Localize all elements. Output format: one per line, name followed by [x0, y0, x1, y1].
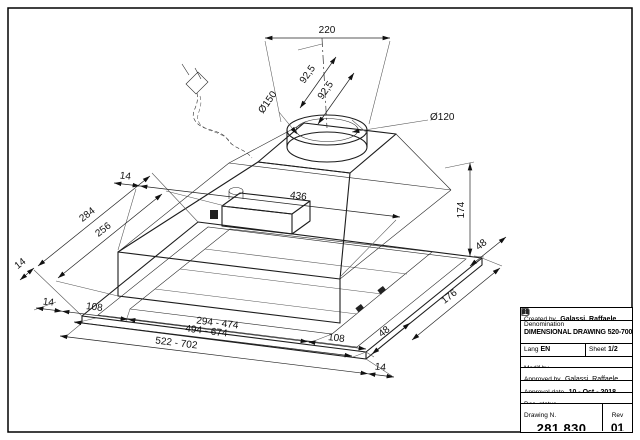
drawing-number-value: 281.830 — [536, 420, 587, 431]
dim-label-220: 220 — [319, 25, 336, 36]
dim-label-92-5-a: 92,5 — [298, 63, 318, 86]
dim-label-14-top: 14 — [119, 170, 132, 182]
sheet-border — [7, 7, 633, 433]
doc-status-label: Doc. status — [524, 401, 557, 403]
dim-label-dia150: Ø150 — [256, 89, 279, 116]
drawing-number-cell: Drawing N. 281.830 — [521, 404, 602, 431]
dim-label-14-row1: 14 — [42, 296, 55, 308]
dim-48-back: 48 — [469, 236, 507, 267]
hood-body — [117, 162, 452, 324]
dim-48-front: 48 — [371, 322, 411, 355]
dim-label-256: 256 — [93, 220, 113, 239]
denomination-label: Denomination — [524, 321, 565, 328]
dim-220: 220 — [264, 25, 391, 41]
dim-174: 174 — [456, 162, 473, 257]
duct-collar — [286, 114, 368, 163]
approval-date-value: 10 - Oct - 2018 — [568, 389, 617, 393]
lang-sheet-row: Lang EN Sheet 1/2 — [521, 308, 632, 357]
dim-label-48-back: 48 — [474, 237, 490, 253]
dim-label-48-front: 48 — [377, 324, 393, 340]
drawing-number-row: Drawing N. 281.830 Rev 01 — [521, 404, 632, 431]
lang-label: Lang — [524, 345, 539, 353]
rev-label: Rev — [611, 412, 624, 419]
dim-14-depth: 14 — [13, 256, 35, 281]
dim-92-5-b: 92,5 — [316, 72, 355, 125]
dim-row3: 522 - 702 14 — [59, 334, 395, 379]
dim-label-108-left: 108 — [85, 301, 103, 314]
dim-label-436: 436 — [289, 190, 307, 203]
drawing-number-label: Drawing N. — [524, 412, 557, 419]
approved-by-value: Galassi, Raffaele — [564, 376, 619, 381]
lang-value: EN — [540, 346, 551, 354]
power-plug — [181, 63, 253, 159]
approval-date-label: Approval date — [524, 389, 565, 393]
dim-duct-inner: Ø120 — [351, 112, 455, 134]
modif-by-label: Modif.by — [524, 365, 549, 367]
rev-cell: Rev 01 — [602, 404, 632, 431]
dim-14-top: 14 — [113, 170, 141, 188]
sheet-label: Sheet — [589, 345, 606, 353]
dim-duct-outer: Ø150 — [256, 89, 298, 135]
created-by-value: Galassi, Raffaele — [560, 316, 617, 321]
denomination-row: Denomination DIMENSIONAL DRAWING 520-700 — [521, 321, 632, 344]
denomination-value: DIMENSIONAL DRAWING 520-700 — [524, 328, 632, 336]
hood-canopy — [117, 122, 452, 280]
dim-label-dia120: Ø120 — [430, 112, 455, 123]
dim-256: 256 — [57, 193, 163, 279]
dim-row2: 494 - 674 — [73, 320, 353, 358]
dim-label-174: 174 — [456, 201, 467, 218]
approved-by-row: Approved by Galassi, Raffaele — [521, 368, 632, 381]
modif-by-row: Modif.by — [521, 357, 632, 368]
dim-436: 436 — [139, 184, 401, 219]
approval-date-row: Approval date 10 - Oct - 2018 — [521, 381, 632, 393]
sheet-cell: Sheet 1/2 — [585, 344, 629, 356]
dim-label-92-5-b: 92,5 — [316, 79, 336, 102]
sheet-value: 1/2 — [608, 346, 618, 354]
dim-label-14-row3: 14 — [374, 361, 387, 373]
rev-value: 01 — [610, 420, 625, 431]
dim-row1: 14 108 294 - 474 108 — [35, 296, 367, 351]
created-by-label: Created by — [524, 316, 556, 321]
power-cable — [192, 92, 253, 159]
created-by-row: Created by Galassi, Raffaele — [521, 308, 632, 321]
doc-status-row: Doc. status — [521, 393, 632, 404]
lang-cell: Lang EN — [521, 308, 585, 354]
approved-by-label: Approved by — [524, 376, 561, 381]
dim-label-522-702: 522 - 702 — [155, 335, 199, 351]
dim-label-108-right: 108 — [327, 332, 345, 345]
dim-284: 284 — [37, 175, 151, 267]
dim-label-14-depth: 14 — [13, 256, 29, 272]
title-block: Created by Galassi, Raffaele Denominatio… — [520, 307, 633, 433]
dim-label-284: 284 — [77, 205, 97, 224]
